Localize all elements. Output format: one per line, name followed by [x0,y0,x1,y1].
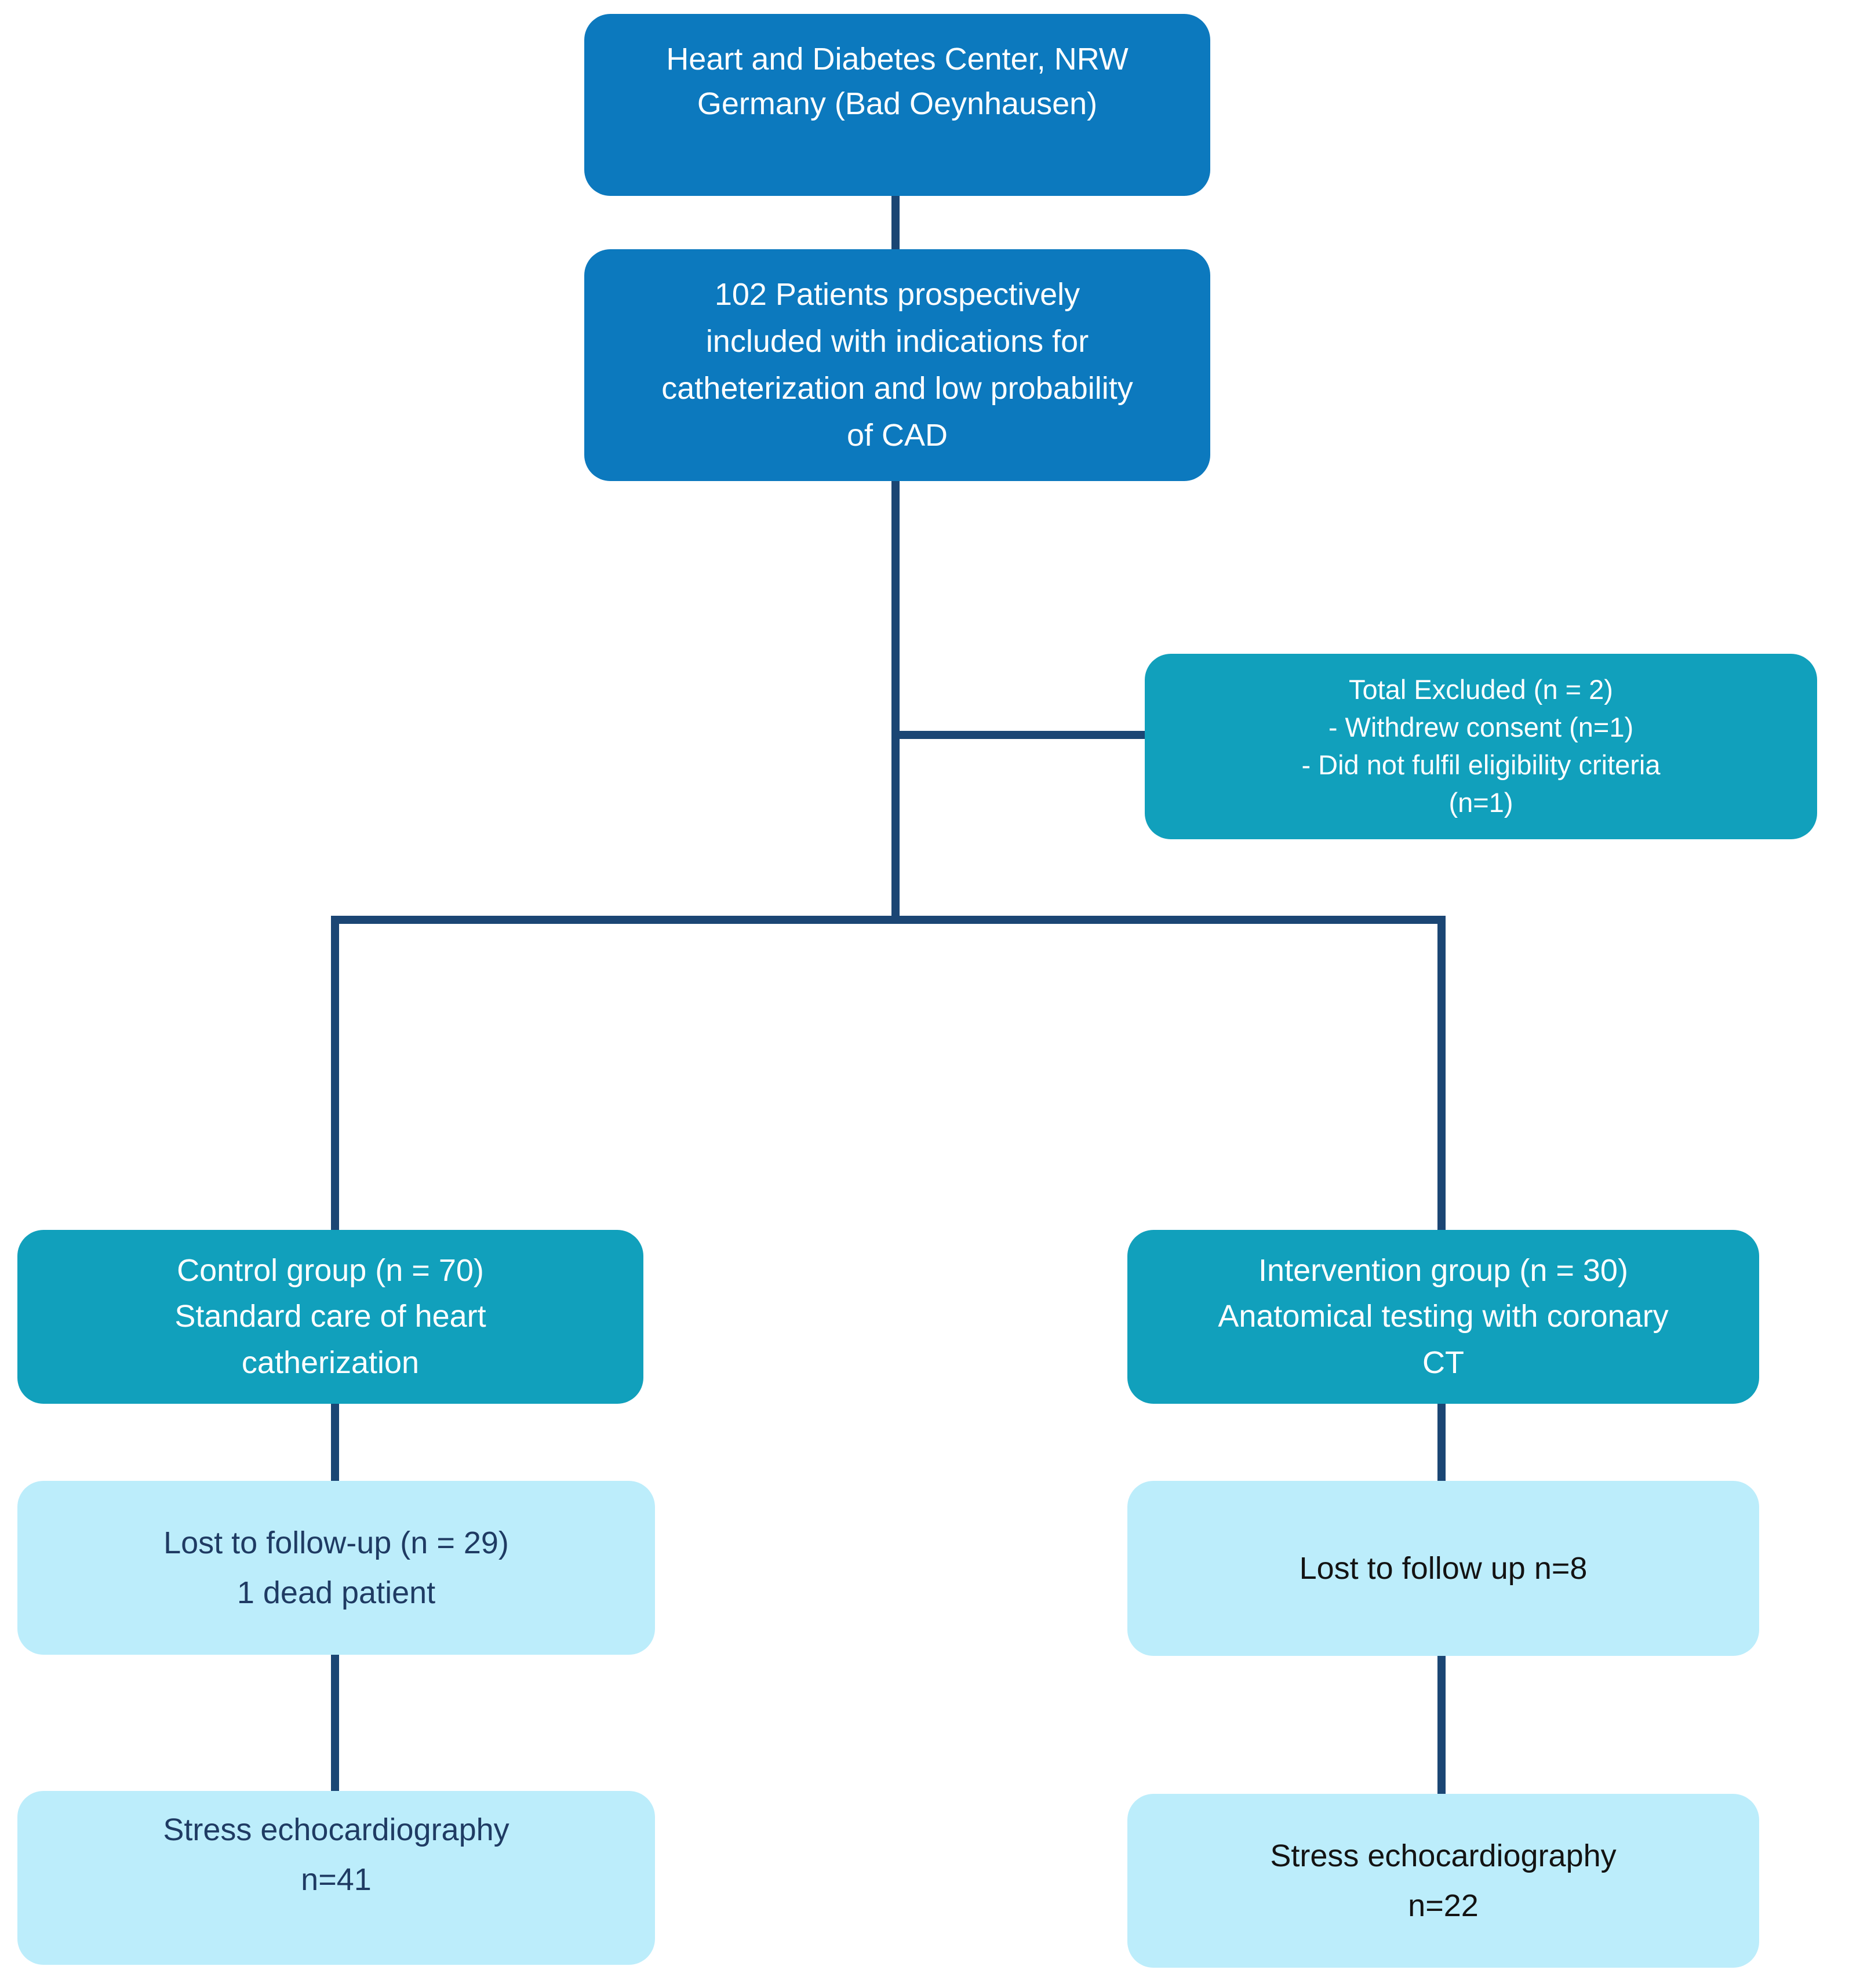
box-text-line: catheterization and low probability [661,371,1133,406]
intervention-group-box: Intervention group (n = 30) Anatomical t… [1127,1230,1759,1404]
box-text-line: - Did not fulfil eligibility criteria [1301,749,1661,780]
box-text-line: (n=1) [1448,787,1513,818]
box-text-line: Stress echocardiography [163,1812,509,1847]
connector-stub-to-excluded [896,731,1146,739]
box-text-line: Stress echocardiography [1270,1838,1617,1873]
box-text-line: Control group (n = 70) [177,1252,484,1288]
box-text-line: Total Excluded (n = 2) [1349,674,1613,705]
site-box: Heart and Diabetes Center, NRW Germany (… [584,14,1210,196]
connector-branch-horizontal [331,916,1446,924]
box-text-line: Germany (Bad Oeynhausen) [697,86,1098,121]
box-text-line: Intervention group (n = 30) [1258,1252,1628,1288]
box-text-line: n=22 [1408,1888,1479,1923]
box-text-line: Standard care of heart [174,1299,486,1334]
box-text-line: 102 Patients prospectively [714,277,1080,312]
enrolled-patients-box: 102 Patients prospectively included with… [584,249,1210,481]
box-text-line: Heart and Diabetes Center, NRW [666,42,1129,77]
connector-intervention-to-lost [1437,1401,1446,1483]
box-text-line: - Withdrew consent (n=1) [1328,712,1634,743]
box-text-line: Anatomical testing with coronary [1218,1299,1669,1334]
box-text-line: n=41 [301,1862,372,1897]
box-text-line: 1 dead patient [236,1575,436,1610]
excluded-box: Total Excluded (n = 2) - Withdrew consen… [1145,654,1817,839]
box-text-line: catherization [241,1345,420,1380]
intervention-stress-echo-box: Stress echocardiography n=22 [1127,1794,1759,1968]
connector-enrolled-to-branch [891,479,900,924]
box-text-line: Lost to follow up n=8 [1299,1550,1588,1586]
connector-branch-to-intervention [1437,916,1446,1232]
control-lost-followup-box: Lost to follow-up (n = 29) 1 dead patien… [17,1481,655,1655]
connector-lost-to-stress-intervention [1437,1654,1446,1797]
connector-control-to-lost [331,1401,339,1483]
connector-site-to-enrolled [891,179,900,253]
connector-branch-to-control [331,916,339,1232]
control-stress-echo-box: Stress echocardiography n=41 [17,1791,655,1965]
connector-lost-to-stress-control [331,1653,339,1793]
box-text-line: Lost to follow-up (n = 29) [163,1525,509,1560]
control-group-box: Control group (n = 70) Standard care of … [17,1230,643,1404]
box-text-line: included with indications for [705,324,1089,359]
box-text-line: CT [1422,1345,1464,1380]
intervention-lost-followup-box: Lost to follow up n=8 [1127,1481,1759,1656]
box-text-line: of CAD [846,418,948,453]
